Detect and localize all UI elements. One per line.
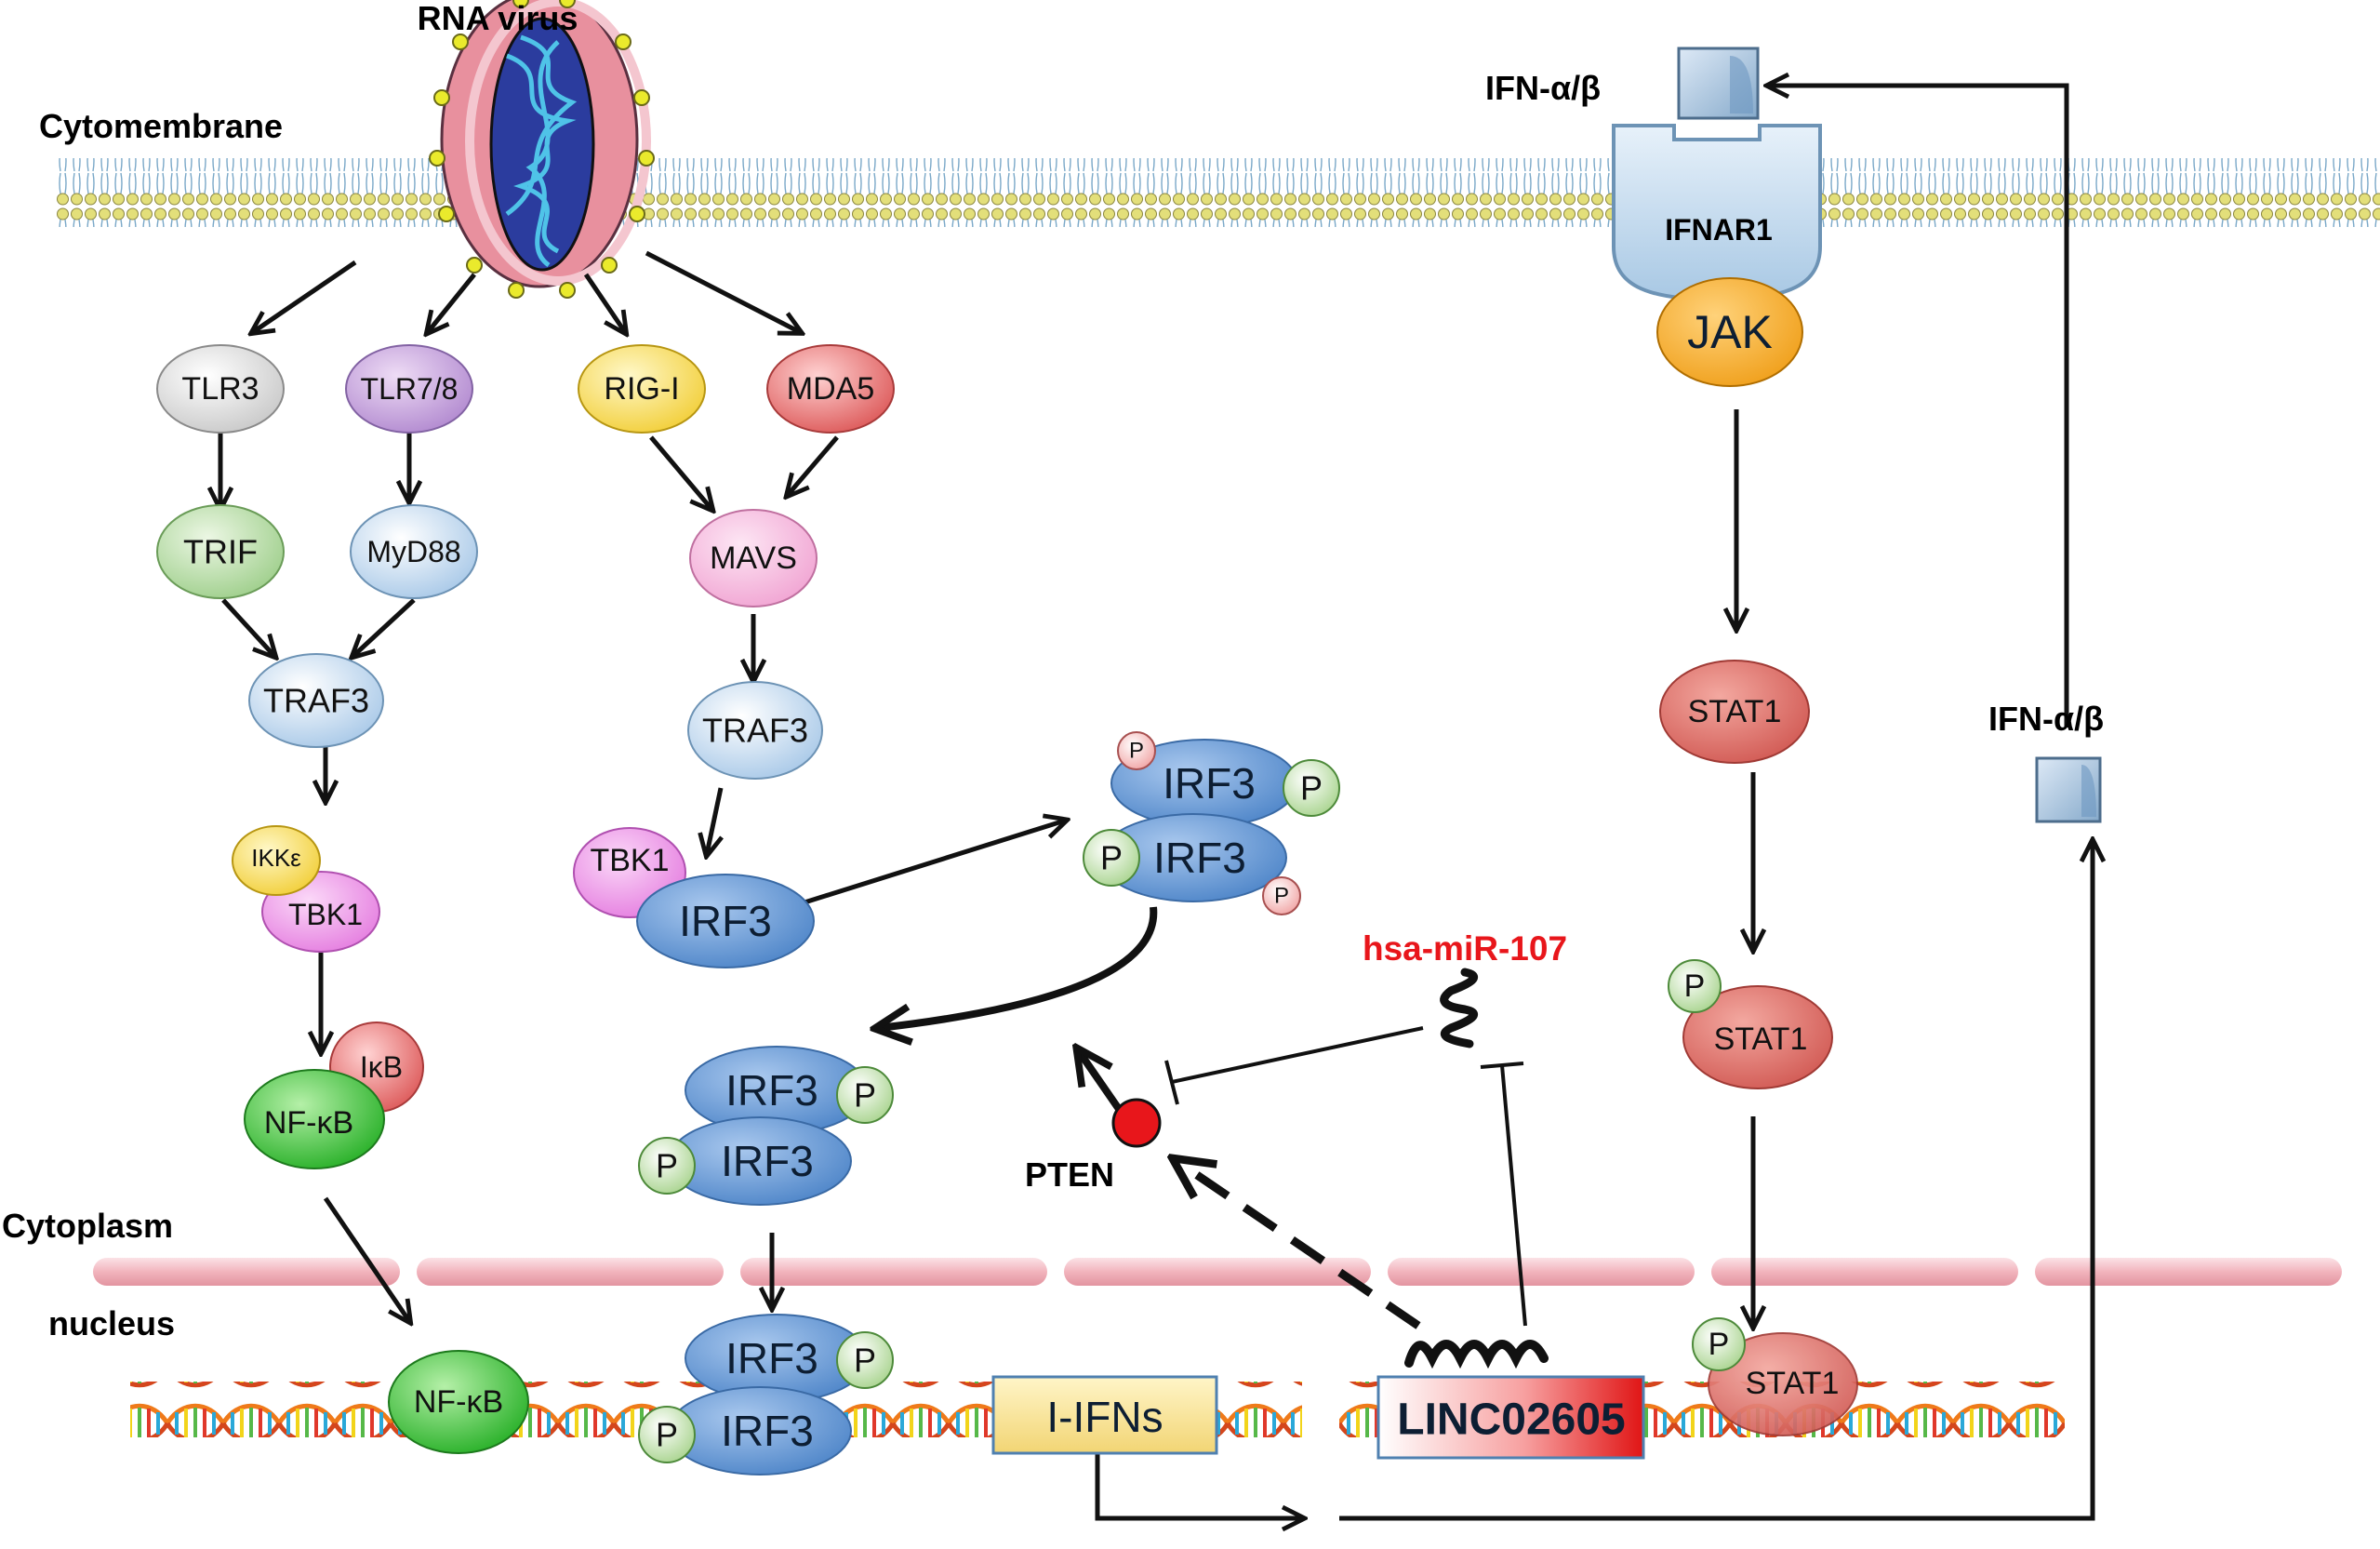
- traf3-left-label: TRAF3: [263, 682, 369, 720]
- irf3-dimer-nuc-a-label: IRF3: [725, 1334, 818, 1382]
- lncrna-squiggle: [1404, 1340, 1549, 1369]
- tbk1-mid-label: TBK1: [590, 843, 669, 878]
- ifn-ligand-top: [1677, 47, 1760, 120]
- irf3-single-label: IRF3: [679, 897, 772, 945]
- nfkb-nuc-label: NF-κB: [414, 1384, 503, 1420]
- trif-label: TRIF: [183, 533, 258, 571]
- irf3-dimer-nuc-b-label: IRF3: [721, 1407, 814, 1455]
- irf3-dimer-top-a-label: IRF3: [1163, 759, 1256, 808]
- stat1-b-label: STAT1: [1714, 1022, 1808, 1057]
- phospho-circles: [638, 731, 1746, 1463]
- pten-node: [1111, 1098, 1162, 1148]
- p-label: P: [1100, 839, 1123, 877]
- phospho-labels: P P P P P P P P P P: [656, 739, 1729, 1454]
- nucleus-label: nucleus: [48, 1304, 175, 1342]
- linc02605-label: LINC02605: [1397, 1395, 1625, 1445]
- irf3-dimer-mid-b-label: IRF3: [721, 1137, 814, 1185]
- p-label: P: [854, 1342, 876, 1380]
- i-ifns-label: I-IFNs: [1046, 1393, 1163, 1441]
- rna-virus: [429, 0, 655, 299]
- p-label: P: [854, 1076, 876, 1115]
- mda5-label: MDA5: [787, 371, 874, 407]
- mirna-squiggle: [1440, 968, 1479, 1048]
- rigi-label: RIG-I: [604, 371, 679, 407]
- jak-label: JAK: [1687, 306, 1773, 358]
- cytomembrane-label: Cytomembrane: [39, 107, 283, 145]
- nuclear-membrane: [93, 1258, 2342, 1286]
- p-label: P: [656, 1147, 678, 1185]
- p-label: P: [656, 1416, 678, 1454]
- cytomembrane-bilayer: [56, 158, 2380, 227]
- p-label: P: [1129, 739, 1144, 764]
- ifn-right-label: IFN-α/β: [1988, 700, 2104, 738]
- ikke-label: IKKε: [251, 844, 301, 872]
- stat1-c-label: STAT1: [1746, 1366, 1840, 1401]
- mavs-label: MAVS: [710, 541, 797, 576]
- ikb-label: IκB: [360, 1050, 403, 1084]
- i-ifns-gene-box: [991, 1375, 1218, 1455]
- ifnar1-label: IFNAR1: [1665, 213, 1773, 247]
- arrows: [220, 86, 2093, 1518]
- jak-node: [1656, 277, 1803, 387]
- pten-label: PTEN: [1025, 1155, 1114, 1194]
- tbk1-left-label: TBK1: [288, 898, 363, 931]
- p-label: P: [1709, 1327, 1730, 1362]
- linc02605-gene-box: [1376, 1375, 1645, 1460]
- node-shapes: [156, 344, 1858, 1476]
- p-label: P: [1300, 769, 1323, 808]
- p-label: P: [1684, 968, 1706, 1004]
- node-labels: TLR3 TLR7/8 RIG-I MDA5 TRIF MyD88 MAVS T…: [181, 371, 1839, 1455]
- tlr78-label: TLR7/8: [361, 372, 459, 406]
- mirna-label: hsa-miR-107: [1363, 929, 1567, 968]
- irf3-dimer-mid-a-label: IRF3: [725, 1066, 818, 1115]
- cytoplasm-label: Cytoplasm: [2, 1207, 173, 1245]
- ifn-ligand-right: [2035, 756, 2102, 823]
- myd88-label: MyD88: [366, 535, 460, 568]
- tlr3-label: TLR3: [181, 371, 259, 407]
- rna-virus-label: RNA virus: [418, 0, 578, 37]
- ifn-top-label: IFN-α/β: [1485, 69, 1601, 107]
- stat1-a-label: STAT1: [1688, 694, 1782, 729]
- traf3-mid-label: TRAF3: [702, 712, 808, 750]
- p-label: P: [1274, 884, 1289, 909]
- nfkb-cyto-label: NF-κB: [264, 1105, 353, 1141]
- irf3-dimer-top-b-label: IRF3: [1153, 834, 1246, 882]
- inhibition-lines: [1164, 1026, 1527, 1327]
